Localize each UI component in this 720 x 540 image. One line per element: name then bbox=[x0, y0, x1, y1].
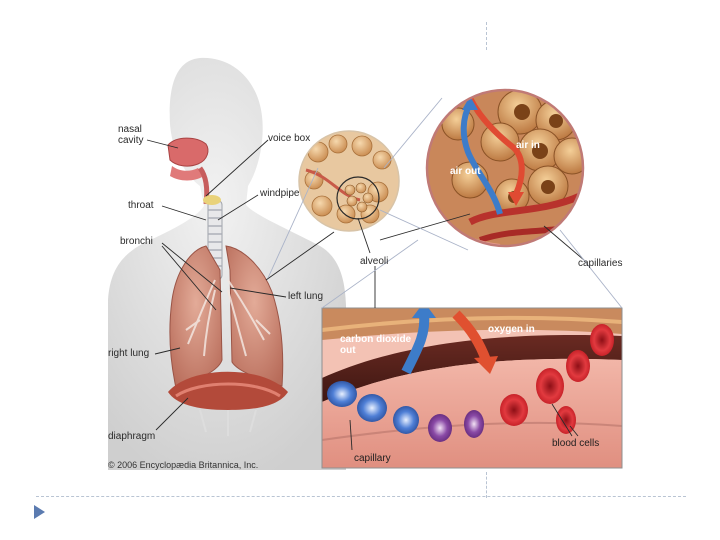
label-capillary: capillary bbox=[354, 453, 391, 464]
footer-dashed-rule bbox=[36, 496, 686, 497]
label-diaphragm: diaphragm bbox=[108, 431, 156, 442]
label-voice-box: voice box bbox=[268, 133, 311, 144]
alveoli-detail-large bbox=[425, 88, 585, 248]
label-throat: throat bbox=[128, 200, 154, 211]
label-oxygen-in: oxygen in bbox=[488, 324, 535, 335]
label-capillaries: capillaries bbox=[578, 258, 623, 269]
windpipe-illustration bbox=[203, 195, 223, 281]
label-air-in: air in bbox=[516, 140, 540, 151]
alveoli-detail-small bbox=[298, 130, 400, 232]
label-nasal-cavity: nasal cavity bbox=[118, 124, 144, 146]
label-blood-cells: blood cells bbox=[552, 438, 600, 449]
capillary-detail bbox=[321, 307, 623, 469]
label-alveoli: alveoli bbox=[360, 256, 389, 267]
triangle-right-icon[interactable] bbox=[34, 505, 45, 519]
vertical-dashed-rule-bottom bbox=[486, 472, 487, 498]
leader-lines bbox=[146, 139, 585, 451]
label-right-lung: right lung bbox=[108, 348, 150, 359]
label-air-out: air out bbox=[450, 166, 481, 177]
label-left-lung: left lung bbox=[288, 291, 324, 302]
copyright-notice: © 2006 Encyclopædia Britannica, Inc. bbox=[108, 460, 259, 470]
zoom-guides bbox=[267, 97, 623, 309]
label-bronchi: bronchi bbox=[120, 236, 153, 247]
label-windpipe: windpipe bbox=[260, 188, 300, 199]
vertical-dashed-rule-top bbox=[486, 22, 487, 50]
label-carbon-dioxide-out: carbon dioxide out bbox=[340, 334, 412, 356]
body-silhouette bbox=[108, 57, 346, 471]
diaphragm-illustration bbox=[168, 371, 288, 436]
